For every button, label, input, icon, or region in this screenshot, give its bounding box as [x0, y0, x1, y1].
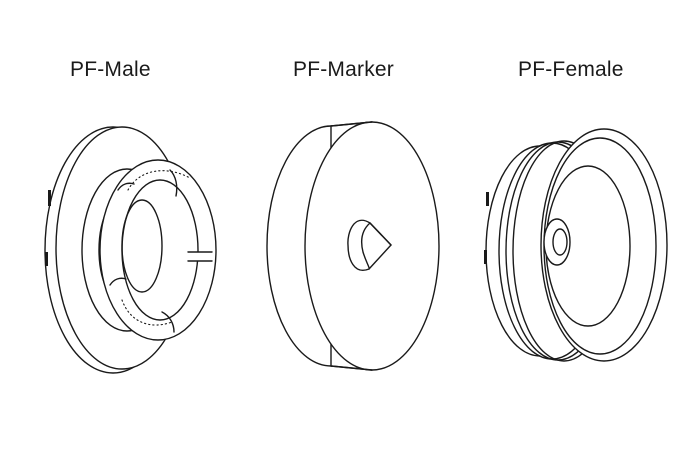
- pf-marker-drawing: [266, 121, 440, 371]
- male-ring-joint: [161, 311, 175, 333]
- male-ring-contour-bottom: [121, 299, 173, 326]
- marker-pointer-hole: [347, 219, 392, 271]
- pf-male-label: PF-Male: [70, 58, 151, 81]
- marker-pointer-inner: [361, 222, 392, 270]
- male-ring-joint: [169, 169, 178, 197]
- male-ring-back-edge: [121, 199, 163, 293]
- pf-marker-label: PF-Marker: [293, 58, 394, 81]
- male-edge-notch: [48, 190, 51, 206]
- male-ring-joint: [117, 182, 135, 191]
- male-edge-notch-lower: [45, 252, 48, 266]
- female-center-hub: [543, 218, 571, 266]
- male-ring-inner: [121, 179, 199, 321]
- female-center-hole: [552, 228, 568, 256]
- male-ring-gap-mask: [188, 252, 212, 261]
- marker-edge-top: [330, 121, 373, 127]
- pf-female-drawing: [484, 128, 668, 362]
- pf-female-label: PF-Female: [518, 58, 624, 81]
- marker-edge-bottom: [330, 365, 373, 371]
- female-edge-notch-lower: [484, 250, 487, 264]
- pf-male-drawing: [44, 126, 217, 374]
- male-ring-contour-top: [127, 170, 191, 191]
- female-edge-notch: [486, 192, 489, 206]
- male-ring-joint: [109, 277, 127, 286]
- female-socket-rim: [540, 128, 668, 362]
